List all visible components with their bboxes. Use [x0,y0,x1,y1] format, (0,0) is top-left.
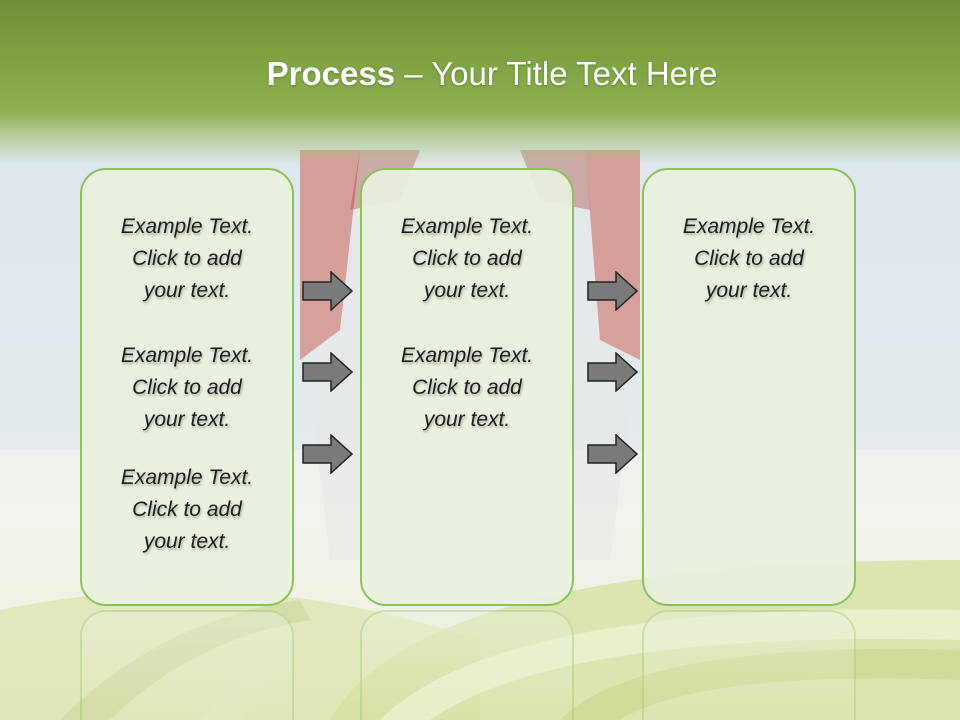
text-line: Click to add [412,247,522,270]
box-reflection-2 [360,610,574,720]
text-block[interactable]: Example Text. Click to add your text. [82,211,292,307]
text-block[interactable]: Example Text. Click to add your text. [362,211,572,307]
text-block[interactable]: Example Text. Click to add your text. [82,340,292,436]
right-arrow-icon[interactable] [302,271,354,311]
process-box-1[interactable]: Example Text. Click to add your text. Ex… [80,168,294,606]
box-reflection-1 [80,610,294,720]
text-line: Click to add [694,247,804,270]
process-box-2[interactable]: Example Text. Click to add your text. Ex… [360,168,574,606]
text-line: Example Text. [120,215,254,238]
text-line: your text. [423,279,511,302]
text-line: Example Text. [682,215,816,238]
text-line: Example Text. [120,344,254,367]
right-arrow-icon[interactable] [587,352,639,392]
text-line: your text. [705,279,793,302]
text-block[interactable]: Example Text. Click to add your text. [82,462,292,558]
text-line: your text. [143,408,231,431]
text-line: Example Text. [120,466,254,489]
text-line: your text. [143,530,231,553]
text-line: Click to add [132,247,242,270]
text-block[interactable]: Example Text. Click to add your text. [644,211,854,307]
right-arrow-icon[interactable] [587,271,639,311]
text-line: your text. [143,279,231,302]
right-arrow-icon[interactable] [587,434,639,474]
header-band [0,0,960,165]
right-arrow-icon[interactable] [302,434,354,474]
slide-title[interactable]: Process – Your Title Text Here [0,52,960,96]
text-block[interactable]: Example Text. Click to add your text. [362,340,572,436]
text-line: Example Text. [400,344,534,367]
text-line: Click to add [132,498,242,521]
process-box-3[interactable]: Example Text. Click to add your text. [642,168,856,606]
text-line: Click to add [412,376,522,399]
text-line: Click to add [132,376,242,399]
text-line: your text. [423,408,511,431]
title-rest: – Your Title Text Here [395,55,718,92]
text-line: Example Text. [400,215,534,238]
title-strong: Process [266,55,396,92]
box-reflection-3 [642,610,856,720]
right-arrow-icon[interactable] [302,352,354,392]
